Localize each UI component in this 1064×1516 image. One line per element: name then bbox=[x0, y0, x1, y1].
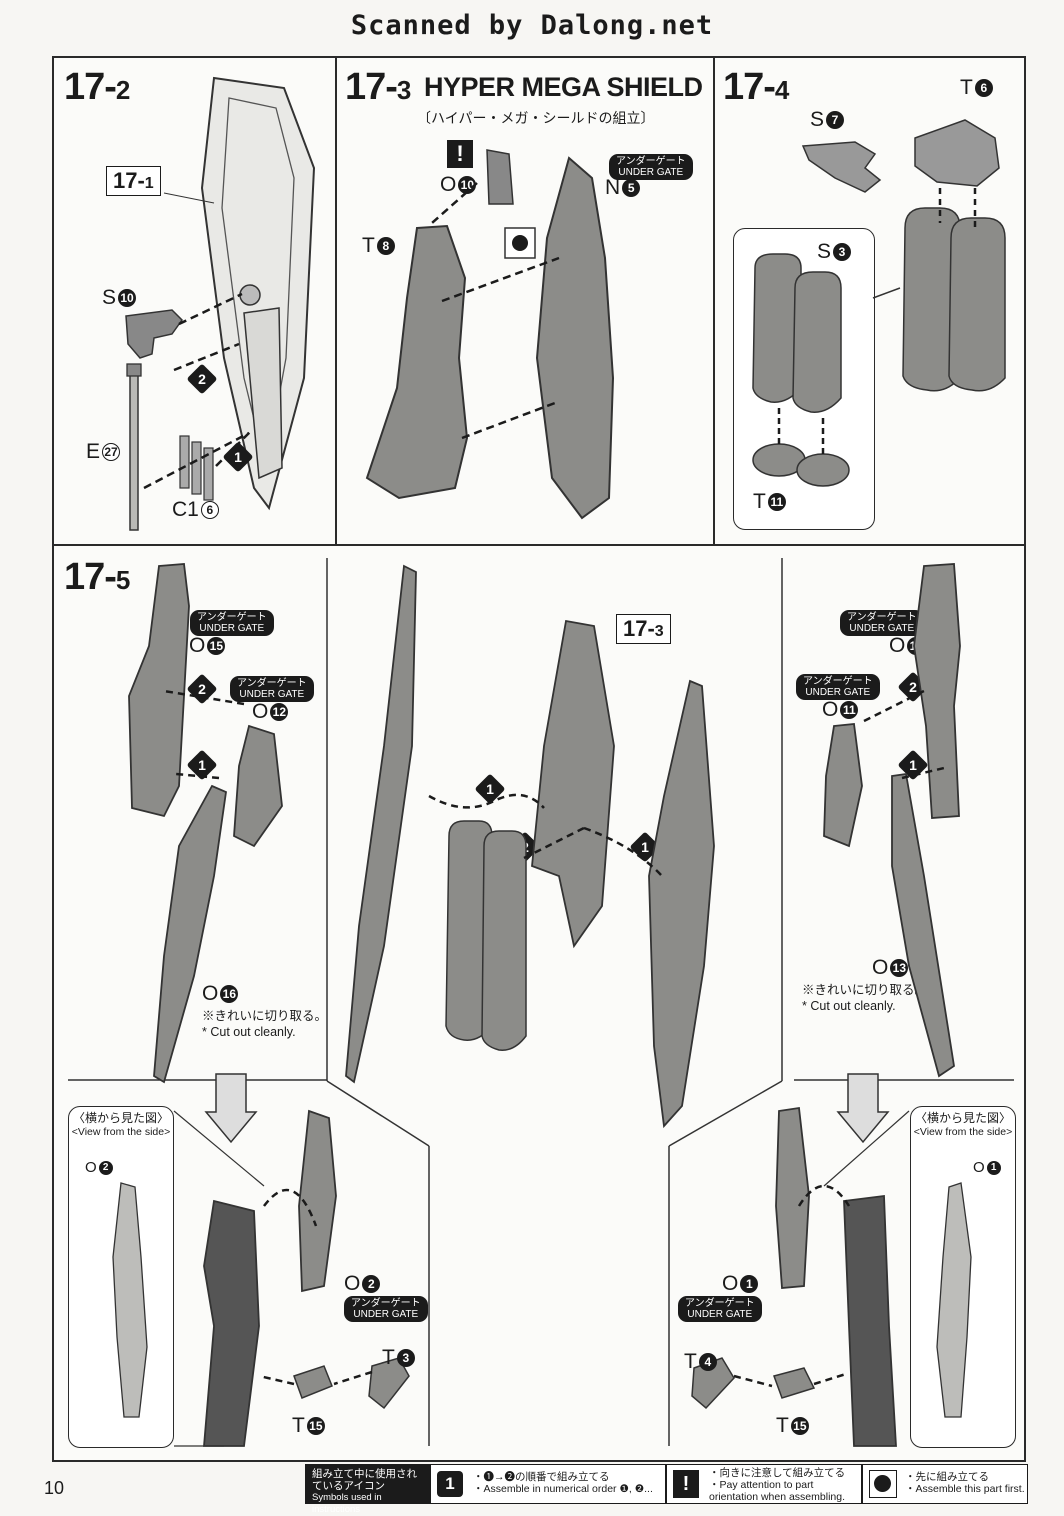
down-arrow-left bbox=[204, 1073, 258, 1144]
legend-orientation: ! ・向きに注意して組み立てる ・Pay attention to part o… bbox=[666, 1464, 862, 1504]
cut-note-left: ※きれいに切り取る。 * Cut out cleanly. bbox=[202, 1009, 328, 1039]
step-17-3-panel: 17-3 HYPER MEGA SHIELD 〔ハイパー・メガ・シールドの組立〕… bbox=[335, 56, 715, 546]
scan-credit: Scanned by Dalong.net bbox=[350, 10, 714, 41]
hyper-mega-shield-drawing bbox=[365, 149, 615, 520]
step-number: 17-4 bbox=[723, 66, 789, 108]
cut-note-right: ※きれいに切り取る。 * Cut out cleanly. bbox=[802, 983, 928, 1013]
warning-icon: ! bbox=[447, 140, 473, 168]
legend-order: 1 ・❶→❷の順番で組み立てる ・Assemble in numerical o… bbox=[430, 1464, 666, 1504]
legend-first: ・先に組み立てる ・Assemble this part first. bbox=[862, 1464, 1028, 1504]
ref-box-17-3: 17-3 bbox=[616, 614, 671, 644]
thruster-drawing bbox=[752, 119, 1006, 487]
shield-frame-drawing bbox=[125, 76, 316, 531]
step-title-jp: 〔ハイパー・メガ・シールドの組立〕 bbox=[417, 110, 655, 126]
warning-icon: ! bbox=[673, 1470, 699, 1498]
legend-header: 組み立て中に使用されているアイコン Symbols used in instru… bbox=[305, 1464, 430, 1515]
step-number: 17-5 bbox=[64, 556, 130, 598]
divider-lines bbox=[68, 558, 1014, 1446]
assemble-first-icon bbox=[869, 1470, 897, 1498]
page-number: 10 bbox=[44, 1478, 65, 1498]
step-title: HYPER MEGA SHIELD bbox=[424, 72, 703, 102]
order-icon: 1 bbox=[437, 1471, 463, 1497]
side-view-right-drawing bbox=[936, 1182, 972, 1418]
side-view-left-drawing bbox=[112, 1182, 148, 1418]
order-badge-1: 1 bbox=[222, 441, 254, 473]
order-badge-2: 2 bbox=[186, 363, 218, 395]
wing-assembly-drawing bbox=[128, 563, 961, 1447]
step-number: 17-2 bbox=[64, 66, 130, 108]
step-number: 17-3 bbox=[345, 66, 411, 108]
ref-box-17-1: 17-1 bbox=[106, 166, 161, 196]
down-arrow-right bbox=[836, 1073, 890, 1144]
